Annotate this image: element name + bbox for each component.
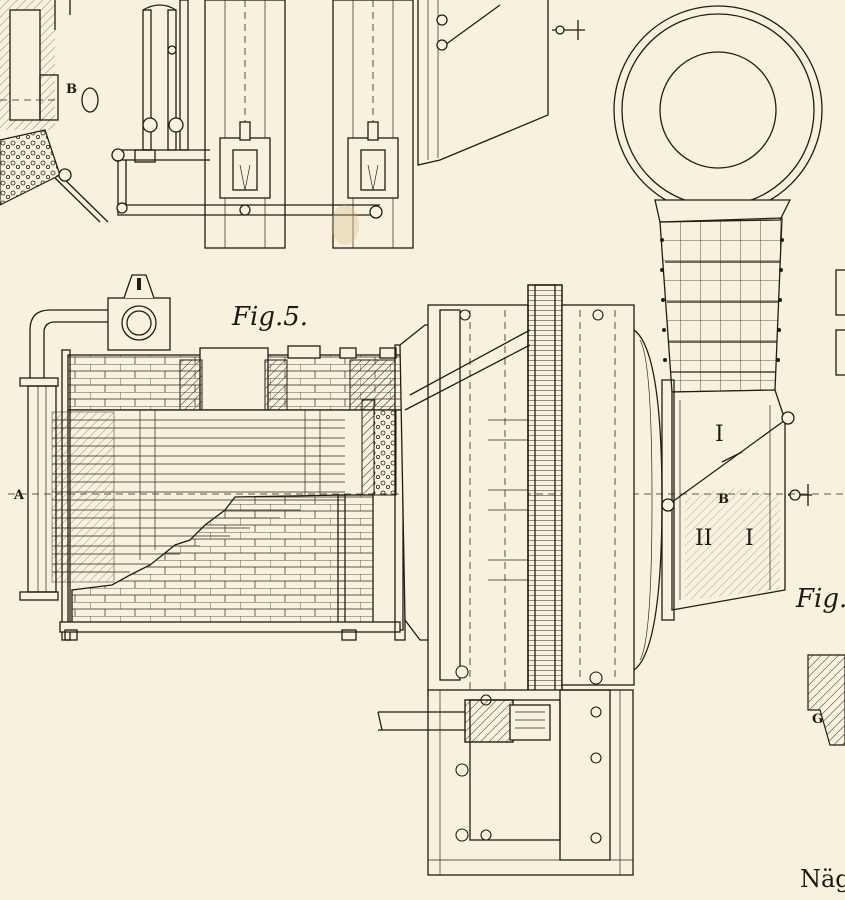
marker-ii: II: [695, 526, 712, 551]
exhaust-hood: [613, 5, 845, 746]
boiler-tubes: [51, 410, 345, 583]
marker-g: G: [812, 712, 823, 727]
marker-a: A: [13, 488, 25, 503]
top-pipework: [111, 0, 414, 249]
central-gearbox: [377, 284, 663, 876]
fig5-boiler: [19, 274, 406, 641]
top-casing: [417, 0, 585, 166]
figure-partial-label: Fig.: [795, 584, 845, 614]
figure-5-label: Fig.5.: [231, 302, 308, 332]
corner-text: Näg: [800, 865, 845, 893]
marker-b-top: B: [66, 82, 77, 97]
top-left-furnace-section: [0, 0, 109, 223]
marker-b-right: B: [718, 492, 729, 507]
marker-i-bottom: I: [745, 526, 754, 551]
marker-i-top: I: [715, 422, 724, 447]
